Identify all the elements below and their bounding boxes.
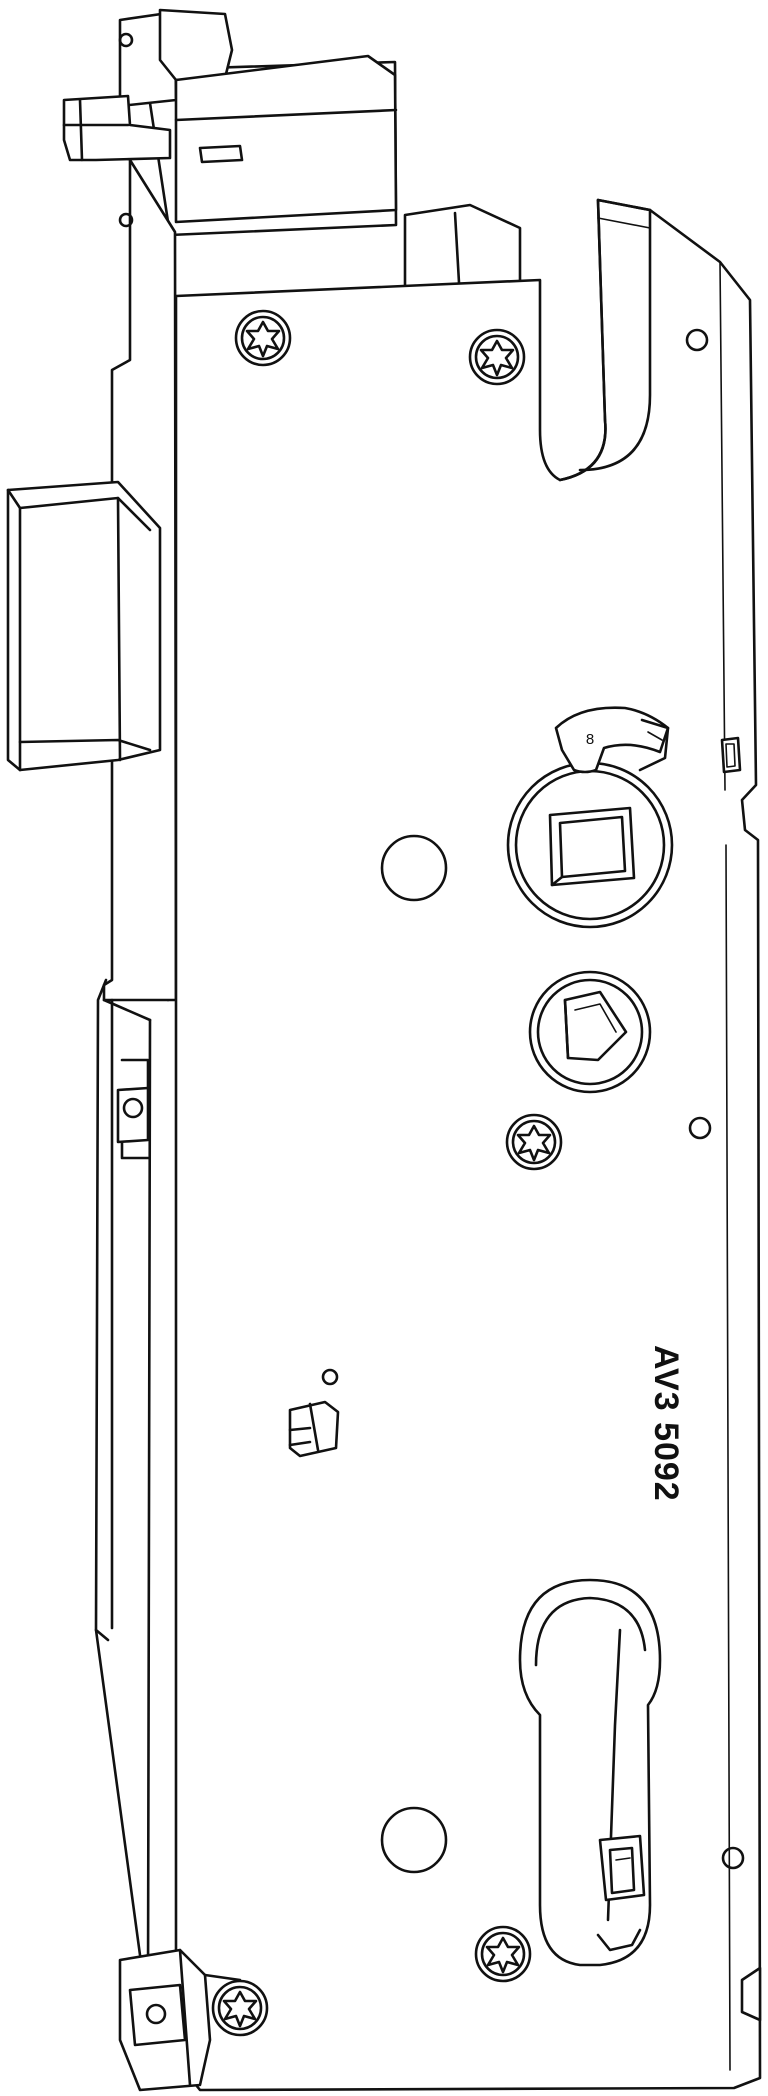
top-bracket bbox=[62, 8, 522, 302]
torx-screw-bottom-center bbox=[474, 1925, 532, 1983]
front-plate bbox=[174, 198, 762, 2092]
model-number-label: AV3 5092 bbox=[647, 1345, 685, 1502]
spindle-follower: 8 bbox=[506, 706, 674, 929]
side-window bbox=[720, 736, 742, 774]
torx-screw-top-left bbox=[234, 309, 292, 367]
cylinder-cutout bbox=[518, 1578, 662, 1967]
pin-holes bbox=[380, 834, 448, 1874]
small-holes bbox=[321, 328, 745, 1870]
bottom-bracket bbox=[118, 1948, 242, 2092]
cam-number: 8 bbox=[586, 731, 594, 748]
torx-screw-top-right bbox=[468, 328, 526, 386]
torx-screw-middle bbox=[505, 1113, 563, 1171]
side-fixing-lug bbox=[116, 1058, 150, 1160]
torx-screw-bottom-left bbox=[211, 1979, 269, 2037]
lever-cam-hole bbox=[528, 970, 652, 1094]
latch-bolt bbox=[6, 480, 162, 772]
small-slider bbox=[288, 1400, 340, 1458]
